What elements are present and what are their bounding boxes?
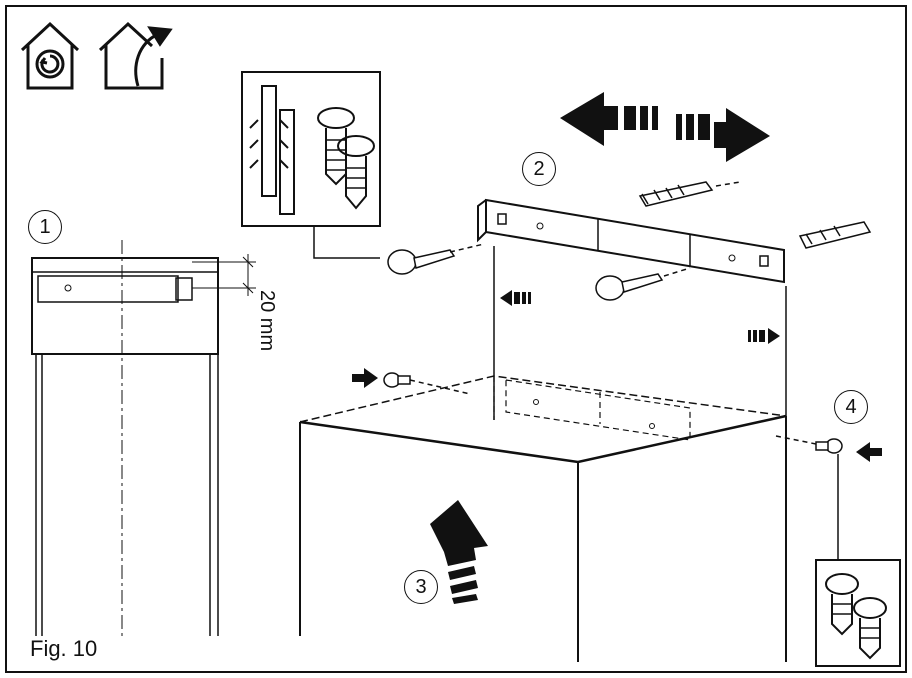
small-arrows	[352, 290, 882, 462]
figure-frame	[5, 5, 907, 673]
lift-up-arrow-icon	[430, 500, 488, 604]
figure-caption: Fig. 10	[30, 636, 98, 661]
step-3-marker: 3	[404, 570, 438, 604]
chimney-cover	[299, 375, 787, 662]
mounting-bracket	[477, 198, 785, 284]
step-1-marker: 1	[28, 210, 62, 244]
recirculation-house-icon	[20, 21, 80, 90]
bracket-fixings	[387, 181, 872, 301]
dimension-label: 20 mm	[256, 290, 278, 352]
screws-inset	[815, 559, 901, 667]
step-4-marker: 4	[834, 390, 868, 424]
side-screws	[383, 372, 843, 560]
adjust-double-arrow-icon	[560, 92, 770, 162]
chimney-side-view	[31, 240, 256, 636]
wall-plugs-screws-inset	[241, 71, 381, 259]
step-2-marker: 2	[522, 152, 556, 186]
extraction-house-icon	[98, 21, 173, 90]
